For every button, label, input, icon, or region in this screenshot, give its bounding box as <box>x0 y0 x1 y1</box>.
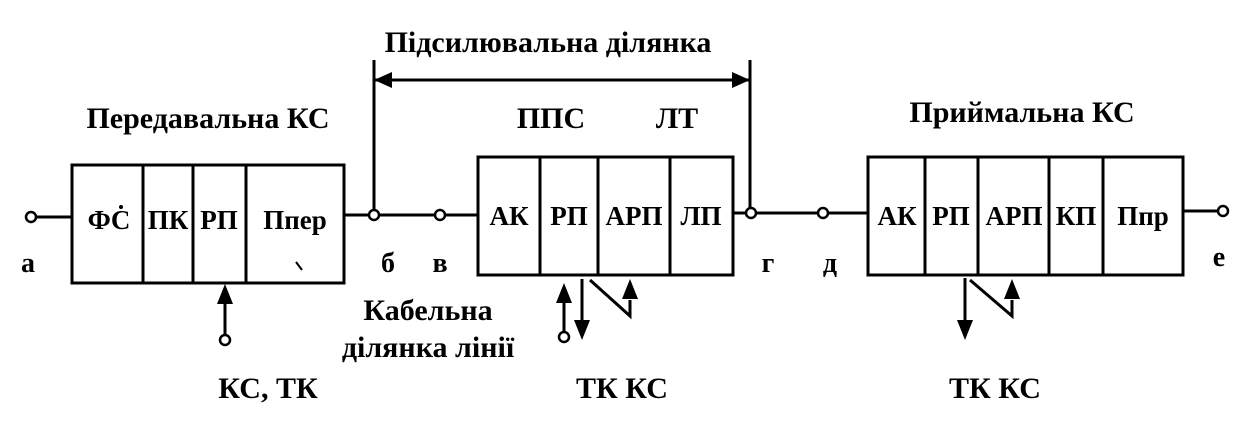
point-a-label: а <box>21 248 35 279</box>
cell-ak: АК <box>489 201 528 231</box>
transmitting-station-block: ФС ПК РП Ппер <box>70 163 346 285</box>
intermediate-control-arrows <box>556 278 638 344</box>
bottom-label-right: ТК КС <box>949 372 1041 405</box>
cell-pper: Ппер <box>263 205 327 235</box>
control-terminal <box>218 333 232 347</box>
cell-kp: КП <box>1056 201 1097 231</box>
receiving-station-title: Приймальна КС <box>909 96 1134 129</box>
intermediate-block-frame <box>476 155 735 277</box>
control-down-arrowhead <box>957 320 973 340</box>
amplifying-section-title: Підсилювальна ділянка <box>385 26 712 59</box>
cell-pk: ПК <box>148 205 189 235</box>
point-d-label: д <box>823 248 837 279</box>
lt-title: ЛТ <box>656 102 698 135</box>
transmitting-block-frame <box>70 163 346 285</box>
terminal-v <box>433 208 447 222</box>
cell-rp: РП <box>550 201 588 231</box>
feedback-zigzag <box>969 278 1014 320</box>
stray-mark <box>295 261 303 271</box>
cell-lp: ЛП <box>680 201 721 231</box>
amplifying-section-bracket <box>372 60 752 213</box>
bracket-right-arrowhead <box>732 72 750 88</box>
point-g-label: г <box>762 248 775 279</box>
ppis-title: ППС <box>517 102 585 135</box>
point-e-label: е <box>1213 242 1225 273</box>
cell-rp: РП <box>932 201 970 231</box>
bottom-label-middle: ТК КС <box>576 372 668 405</box>
terminal-e <box>1216 204 1230 218</box>
control-up-arrowhead <box>556 283 572 303</box>
cell-rp: РП <box>200 205 238 235</box>
terminal-g <box>744 206 758 220</box>
control-arrowhead <box>217 284 233 304</box>
bottom-label-left: КС, ТК <box>218 372 318 405</box>
point-v-label: в <box>432 248 447 279</box>
transmitting-station-title: Передавальна КС <box>86 102 329 135</box>
cell-fs: ФС <box>88 205 131 235</box>
receiving-station-block: АК РП АРП КП Ппр <box>866 155 1185 277</box>
feedback-arrowhead <box>622 279 638 299</box>
fs-accent-dot <box>119 205 123 209</box>
bracket-left-arrowhead <box>374 72 392 88</box>
terminal-d <box>816 206 830 220</box>
control-terminal <box>557 330 571 344</box>
intermediate-station-block: АК РП АРП ЛП <box>476 155 735 277</box>
cell-arp: АРП <box>606 201 663 231</box>
cell-ak: АК <box>877 201 916 231</box>
cable-section-label-line2: ділянка лінії <box>342 331 515 364</box>
transmitting-control-arrow <box>217 284 233 347</box>
terminal-a <box>24 210 38 224</box>
cell-arp: АРП <box>986 201 1043 231</box>
receiving-block-frame <box>866 155 1185 277</box>
cell-ppr: Ппр <box>1117 201 1169 231</box>
terminal-b <box>367 208 381 222</box>
cable-section-label-line1: Кабельна <box>363 294 492 327</box>
feedback-zigzag <box>588 278 632 320</box>
control-down-arrowhead <box>574 320 590 340</box>
point-b-label: б <box>381 248 395 279</box>
feedback-arrowhead <box>1004 279 1020 299</box>
receiving-control-arrows <box>957 278 1020 340</box>
